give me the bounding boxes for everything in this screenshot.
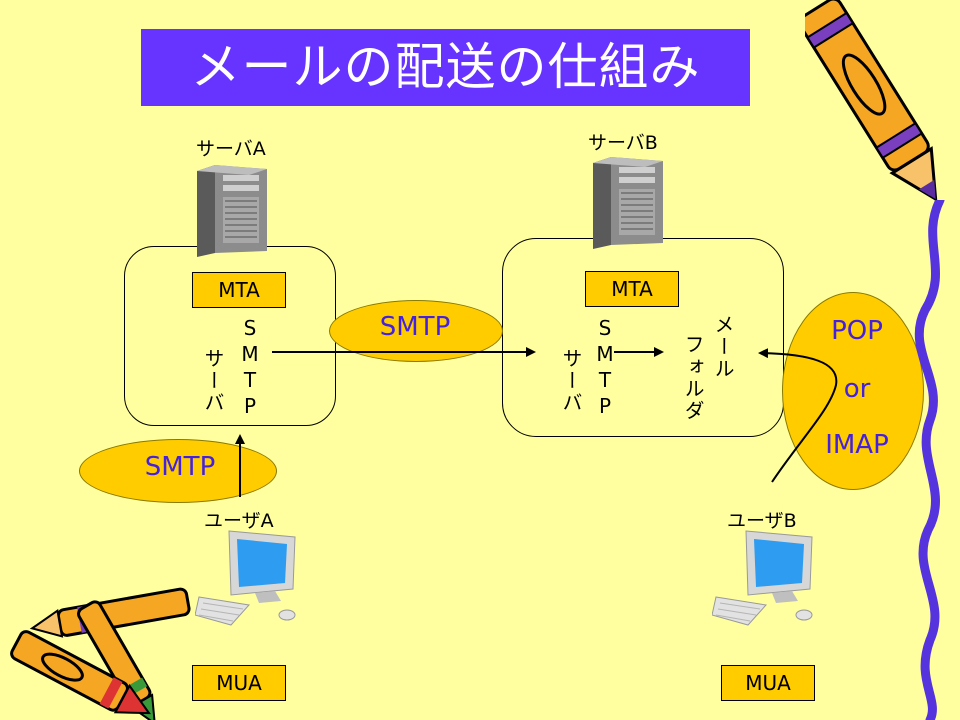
user-b-mua-tag: MUA [721, 665, 815, 701]
server-a-label: サーバA [196, 138, 266, 160]
computer-a-icon [195, 530, 296, 626]
server-b-icon [593, 157, 663, 249]
computer-b-icon [712, 530, 813, 626]
server-b-mta-tag: MTA [585, 271, 679, 307]
or-label: or [843, 374, 871, 404]
smtp-upload-label: SMTP [144, 452, 216, 482]
mail-folder-text-1: メール [711, 314, 735, 380]
server-a-icon [197, 165, 267, 257]
server-b-label: サーバB [588, 132, 658, 154]
server-a-mta-tag: MTA [192, 272, 286, 308]
server-b-server-text: サーバ [559, 348, 583, 414]
user-a-label: ユーザA [204, 510, 274, 532]
crayon-top-right-icon [805, 0, 938, 202]
retrieval-arrow [758, 348, 838, 483]
smtp-upload-ellipse [79, 439, 277, 503]
smtp-between-label: SMTP [379, 312, 451, 342]
pop-label: POP [831, 316, 883, 346]
decorative-wave [914, 200, 945, 720]
pop-imap-ellipse [782, 292, 924, 490]
crayons-bottom-left-icon [10, 587, 191, 720]
server-b-smtp-text: SMTP [593, 316, 617, 420]
server-a-smtp-text: SMTP [238, 316, 262, 420]
mail-folder-text-2: フォルダ [681, 334, 705, 422]
server-a-server-text: サーバ [201, 348, 225, 414]
user-a-mua-tag: MUA [192, 665, 286, 701]
imap-label: IMAP [825, 430, 889, 460]
user-b-label: ユーザB [727, 510, 797, 532]
slide-title: メールの配送の仕組み [141, 29, 750, 106]
